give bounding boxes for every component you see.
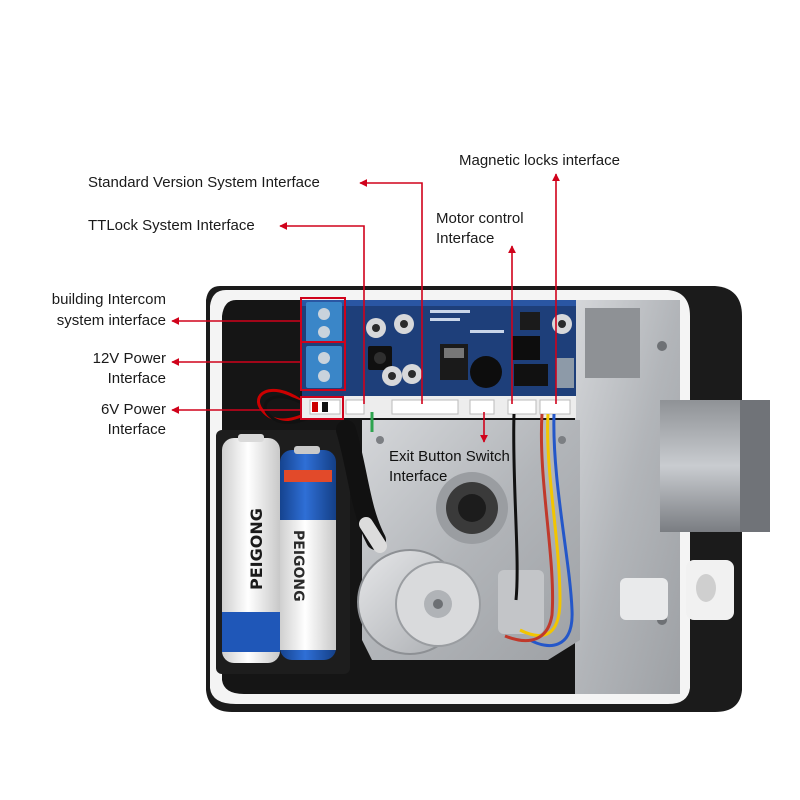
label-exit-button-2: Interface [389,468,448,485]
label-12v-1: 12V Power [92,350,166,367]
label-6v-2: Interface [107,421,166,438]
label-motor-control-1: Motor control [436,210,524,227]
callout-arrows [171,173,560,443]
highlight-6v [300,396,344,420]
label-intercom-1: building Intercom [51,291,166,308]
arrow-standard [359,179,423,404]
terminal-block-12v [306,346,342,388]
terminal-block-intercom [306,302,342,342]
label-intercom-2: system interface [56,312,166,329]
label-12v-2: Interface [107,370,166,387]
label-ttlock: TTLock System Interface [88,217,255,234]
highlight-12v [300,341,346,391]
label-magnetic-locks: Magnetic locks interface [459,152,620,169]
label-exit-button-1: Exit Button Switch [389,448,510,465]
label-motor-control-2: Interface [436,230,495,247]
battery-brand-right: PEIGONG [290,530,306,602]
motor [357,549,544,655]
battery-brand-left: PEIGONG [247,508,266,590]
label-6v-1: 6V Power [100,401,166,418]
arrow-ttlock [279,222,365,404]
battery-left [222,438,280,663]
label-standard-version: Standard Version System Interface [88,174,320,191]
